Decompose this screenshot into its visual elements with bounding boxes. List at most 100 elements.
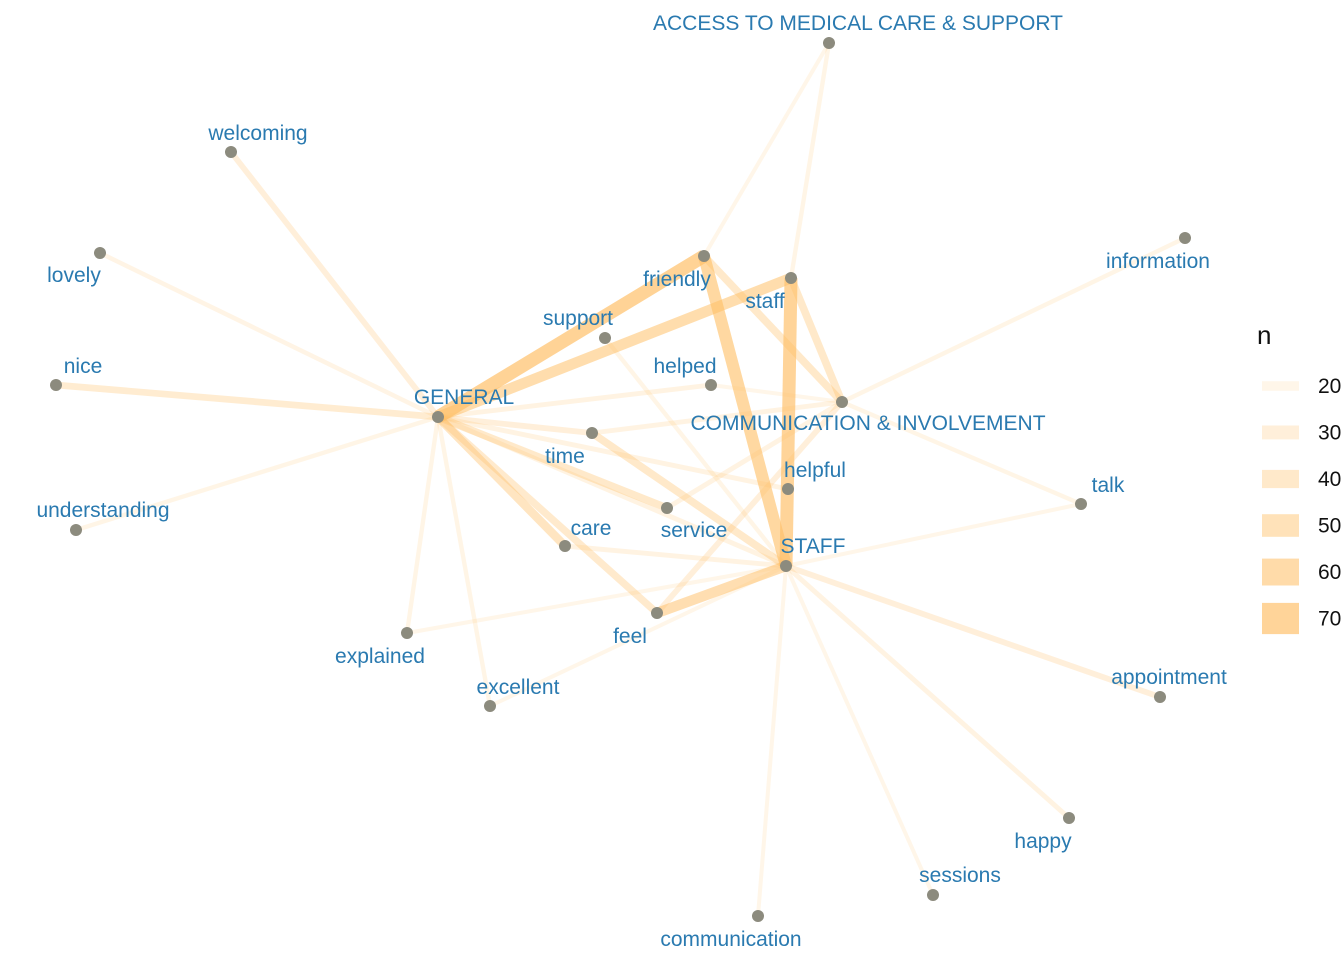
- node-label-helpful: helpful: [784, 459, 846, 482]
- edge-general-excellent: [435, 416, 493, 707]
- node-friendly: [698, 250, 710, 262]
- node-label-sessions: sessions: [919, 864, 1001, 887]
- edge-general-staff_theme: [437, 414, 787, 569]
- edge-general-helpful: [437, 414, 789, 492]
- legend-label-70: 70: [1318, 608, 1341, 631]
- node-label-information: information: [1106, 250, 1210, 273]
- labels-layer: ACCESS TO MEDICAL CARE & SUPPORT welcomin…: [36, 12, 1227, 951]
- edge-general-service: [436, 413, 669, 512]
- node-lovely: [94, 247, 106, 259]
- node-feel: [651, 607, 663, 619]
- edge-staff_theme-communication: [756, 565, 788, 917]
- node-staff_theme: [780, 560, 792, 572]
- edge-general-explained: [404, 416, 441, 634]
- legend-label-60: 60: [1318, 561, 1341, 584]
- edge-general-staff: [436, 272, 793, 423]
- edge-time-comm_inv: [591, 399, 843, 436]
- edge-support-staff_theme: [603, 336, 788, 568]
- node-label-welcoming: welcoming: [207, 122, 307, 145]
- edge-staff-comm_inv: [787, 276, 846, 404]
- nodes-layer: [50, 37, 1191, 922]
- node-label-explained: explained: [335, 645, 425, 668]
- legend-title: n: [1257, 320, 1271, 350]
- edge-general-friendly: [434, 250, 708, 423]
- edge-feel-comm_inv: [654, 400, 845, 615]
- edge-comm_inv-information: [841, 236, 1186, 404]
- node-label-lovely: lovely: [47, 264, 101, 287]
- edge-comm_inv-talk: [841, 399, 1082, 507]
- edge-general-understanding: [75, 414, 439, 533]
- edge-general-care: [434, 414, 569, 549]
- edge-friendly-comm_inv: [701, 253, 845, 405]
- node-welcoming: [225, 146, 237, 158]
- node-label-service: service: [661, 519, 728, 542]
- edge-general-helped: [437, 382, 712, 420]
- node-happy: [1063, 812, 1075, 824]
- node-excellent: [484, 700, 496, 712]
- legend-key-50: [1262, 514, 1299, 537]
- node-service: [661, 502, 673, 514]
- node-label-comm_inv: COMMUNICATION & INVOLVEMENT: [690, 412, 1045, 435]
- edge-staff-access: [788, 42, 832, 279]
- node-access: [823, 37, 835, 49]
- node-general: [432, 411, 444, 423]
- edge-care-staff_theme: [564, 543, 787, 569]
- node-label-excellent: excellent: [477, 676, 560, 699]
- node-label-nice: nice: [64, 355, 103, 378]
- node-understanding: [70, 524, 82, 536]
- edge-feel-staff_theme: [655, 561, 788, 618]
- node-label-time: time: [545, 445, 585, 468]
- edge-staff_theme-explained: [406, 564, 787, 635]
- node-label-care: care: [571, 517, 612, 540]
- node-label-staff: staff: [745, 290, 784, 313]
- edge-friendly-staff_theme: [698, 254, 792, 568]
- edge-helped-comm_inv: [710, 383, 843, 404]
- node-label-support: support: [543, 307, 613, 330]
- node-helpful: [782, 483, 794, 495]
- node-label-understanding: understanding: [36, 499, 169, 522]
- legend-key-60: [1262, 558, 1299, 586]
- edge-staff_theme-happy: [784, 564, 1071, 820]
- edge-general-lovely: [99, 250, 439, 420]
- node-care: [559, 540, 571, 552]
- edge-time-staff_theme: [589, 429, 789, 570]
- node-explained: [401, 627, 413, 639]
- edge-friendly-access: [702, 41, 831, 258]
- node-label-happy: happy: [1014, 830, 1072, 853]
- legend-key-40: [1262, 469, 1299, 489]
- node-appointment: [1154, 691, 1166, 703]
- node-nice: [50, 379, 62, 391]
- node-helped: [705, 379, 717, 391]
- legend-label-40: 40: [1318, 468, 1341, 491]
- node-support: [599, 332, 611, 344]
- edge-general-welcoming: [228, 150, 441, 419]
- legend-label-50: 50: [1318, 515, 1341, 538]
- node-label-helped: helped: [653, 355, 716, 378]
- edge-general-nice: [55, 381, 439, 421]
- node-label-communication: communication: [660, 928, 801, 951]
- node-label-friendly: friendly: [643, 268, 711, 291]
- legend-key-20: [1262, 381, 1299, 391]
- node-label-talk: talk: [1092, 474, 1125, 497]
- edge-staff_theme-talk: [785, 502, 1082, 568]
- edges-layer: [55, 41, 1186, 917]
- edge-general-time: [437, 414, 593, 436]
- node-label-general: GENERAL: [414, 386, 514, 409]
- edge-staff_theme-appointment: [785, 563, 1161, 700]
- node-talk: [1075, 498, 1087, 510]
- node-label-staff_theme: STAFF: [781, 535, 846, 558]
- node-information: [1179, 232, 1191, 244]
- edge-staff-staff_theme: [779, 277, 798, 567]
- legend-key-70: [1262, 602, 1299, 635]
- node-label-feel: feel: [613, 625, 647, 648]
- node-staff: [785, 272, 797, 284]
- edge-staff_theme-sessions: [784, 565, 935, 896]
- legend-label-20: 20: [1318, 375, 1341, 398]
- legend-key-30: [1262, 425, 1299, 440]
- node-label-access: ACCESS TO MEDICAL CARE & SUPPORT: [653, 12, 1063, 35]
- node-label-appointment: appointment: [1111, 666, 1227, 689]
- node-communication: [752, 910, 764, 922]
- node-sessions: [927, 889, 939, 901]
